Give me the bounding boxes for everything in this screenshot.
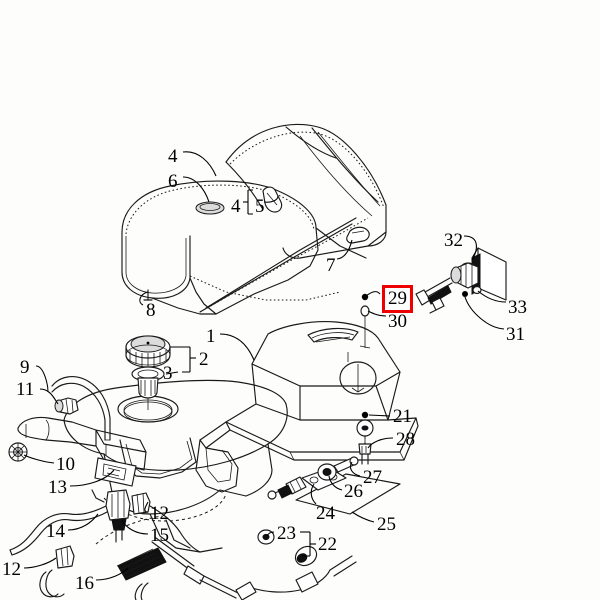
leader-lines bbox=[23, 151, 507, 581]
fuel-tank-graphic bbox=[17, 379, 288, 553]
tank-hardware-graphic bbox=[8, 397, 79, 462]
callout-33-washer: 33 bbox=[508, 297, 527, 318]
callout-7-seat-catch-hook: 7 bbox=[326, 255, 336, 276]
seat-assembly-graphic bbox=[121, 123, 387, 315]
callout-11-tank-mount-bushing: 11 bbox=[16, 379, 35, 400]
callout-26-collar: 26 bbox=[344, 481, 363, 502]
callout-29-clip-highlighted: 29 bbox=[382, 285, 413, 313]
callout-24-mount-plate: 24 bbox=[316, 503, 335, 524]
switch-assembly-graphic bbox=[415, 247, 507, 314]
callout-10-tank-grommet: 10 bbox=[56, 454, 75, 475]
callout-16-spring: 16 bbox=[75, 573, 94, 594]
spring-coil bbox=[116, 547, 167, 581]
callout-4-seat-cover: 4 bbox=[168, 146, 178, 167]
fuel-valve-graphic bbox=[9, 489, 201, 569]
callout-2-fuel-cap-assembly: 2 bbox=[199, 349, 209, 370]
breather-hose-graphic bbox=[51, 376, 111, 456]
callout-30-grommet: 30 bbox=[388, 311, 407, 332]
callout-27-pin: 27 bbox=[363, 467, 382, 488]
callout-8-seat-base-bracket: 8 bbox=[146, 300, 156, 321]
callout-21-nut: 21 bbox=[393, 406, 412, 427]
callout-28-bolt: 28 bbox=[396, 429, 415, 450]
callout-3-cap-gasket: 3 bbox=[163, 363, 173, 384]
callout-32-switch-bracket: 32 bbox=[444, 230, 463, 251]
callout-9-breather-hose: 9 bbox=[20, 357, 30, 378]
callout-5-seat-latch: 5 bbox=[255, 196, 265, 217]
callout-6-vent-grommet: 6 bbox=[168, 171, 178, 192]
clip-grommet-graphic bbox=[359, 293, 371, 349]
callout-14-fuel-hose: 14 bbox=[46, 521, 65, 542]
center-cover-graphic bbox=[195, 321, 419, 493]
nut-bolt-graphic bbox=[356, 411, 374, 465]
callout-25-bracket-panel: 25 bbox=[377, 514, 396, 535]
callout-15-fuel-valve: 15 bbox=[150, 525, 169, 546]
callout-31-nut: 31 bbox=[506, 324, 525, 345]
callout-22-cable-end-assembly: 22 bbox=[318, 534, 337, 555]
callout-13-tank-decal: 13 bbox=[48, 477, 67, 498]
callout-12-hose-clamp-alt: 12 bbox=[2, 559, 21, 580]
callout-23-washer: 23 bbox=[277, 523, 296, 544]
fuel-cap-graphic bbox=[125, 335, 171, 410]
callout-1-fuel-tank-body: 1 bbox=[206, 326, 216, 347]
callout-12-hose-clamp: 12 bbox=[150, 503, 169, 524]
callout-4-seat-cover-alt: 4 bbox=[231, 196, 241, 217]
